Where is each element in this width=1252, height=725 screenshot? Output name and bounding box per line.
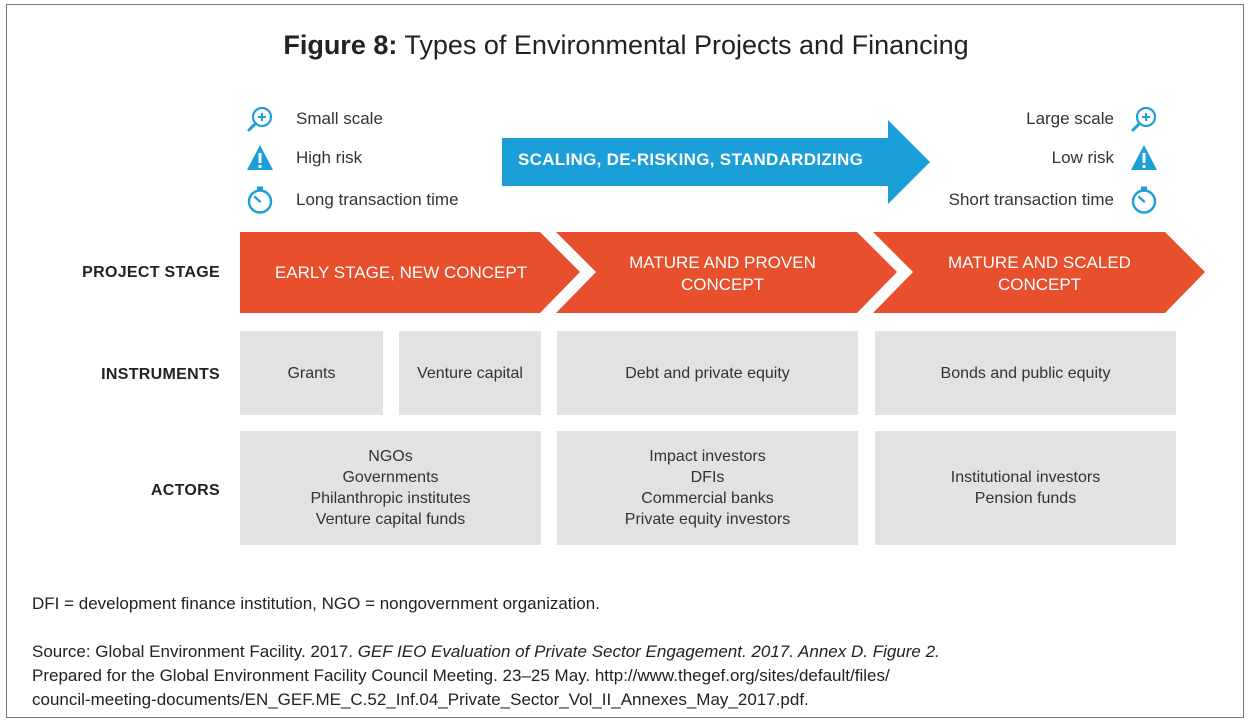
indicator-label: High risk [296, 148, 363, 167]
source-prefix: Source: Global Environment Facility. 201… [32, 642, 358, 661]
figure-number: Figure 8: [283, 30, 398, 60]
stage-label-line1: MATURE AND PROVEN [629, 253, 816, 272]
indicator-label: Long transaction time [296, 190, 459, 209]
stage-chevron-proven [556, 232, 897, 313]
indicator-large-scale: Large scale [1026, 105, 1158, 133]
instrument-venture-capital: Venture capital [399, 331, 541, 415]
stage-label: EARLY STAGE, NEW CONCEPT [274, 262, 528, 282]
footnote: DFI = development finance institution, N… [32, 594, 600, 613]
figure-frame [6, 4, 1244, 718]
actor-item: Governments [342, 469, 439, 486]
actors-scaled: Institutional investors Pension funds [875, 431, 1176, 545]
stage-proven: MATURE AND PROVEN CONCEPT [590, 232, 855, 313]
stage-label-line2: CONCEPT [997, 275, 1082, 294]
indicator-high-risk: High risk [246, 144, 362, 172]
scaling-arrow-label: SCALING, DE-RISKING, STANDARDIZING [518, 150, 864, 169]
actor-item: Commercial banks [641, 490, 774, 507]
actor-item: NGOs [368, 448, 413, 465]
stage-label-line2: CONCEPT [680, 275, 765, 294]
indicator-label: Short transaction time [948, 190, 1114, 209]
warning-icon [246, 144, 274, 172]
indicator-small-scale: Small scale [246, 105, 383, 133]
stage-chevron-scaled [873, 232, 1205, 313]
actors-early: NGOs Governments Philanthropic institute… [240, 431, 541, 545]
scaling-arrow: SCALING, DE-RISKING, STANDARDIZING [502, 120, 930, 204]
instrument-bonds-public-equity: Bonds and public equity [875, 331, 1176, 415]
indicator-low-risk: Low risk [1052, 144, 1158, 172]
source-title: GEF IEO Evaluation of Private Sector Eng… [357, 642, 940, 661]
actor-item: Impact investors [649, 448, 766, 465]
row-label-project-stage: PROJECT STAGE [82, 264, 220, 281]
row-label-instruments: INSTRUMENTS [101, 366, 220, 383]
source-line3: council-meeting-documents/EN_GEF.ME_C.52… [32, 690, 809, 709]
warning-icon [1130, 144, 1158, 172]
actor-item: Venture capital funds [315, 511, 466, 528]
zoom-in-icon [246, 105, 274, 133]
indicator-label: Large scale [1026, 109, 1114, 128]
instrument-grants: Grants [240, 331, 383, 415]
source-line1: Source: Global Environment Facility. 201… [32, 640, 1222, 664]
figure-title-text: Types of Environmental Projects and Fina… [404, 30, 969, 60]
row-label-actors: ACTORS [150, 482, 220, 499]
actor-item: Pension funds [974, 490, 1077, 507]
stage-chevron-early [240, 232, 580, 313]
stage-early: EARLY STAGE, NEW CONCEPT [246, 232, 556, 313]
zoom-in-icon [1130, 105, 1158, 133]
stage-scaled: MATURE AND SCALED CONCEPT [907, 232, 1172, 313]
indicator-label: Small scale [296, 109, 383, 128]
indicator-short-time: Short transaction time [949, 186, 1158, 214]
actors-proven: Impact investors DFIs Commercial banks P… [557, 431, 858, 545]
stage-label-line1: MATURE AND SCALED [948, 253, 1131, 272]
indicator-label: Low risk [1051, 148, 1114, 167]
source-note: Source: Global Environment Facility. 201… [32, 640, 1222, 712]
stopwatch-icon [246, 186, 274, 214]
instrument-debt-private-equity: Debt and private equity [557, 331, 858, 415]
source-line2: Prepared for the Global Environment Faci… [32, 666, 890, 685]
figure-title: Figure 8: Types of Environmental Project… [0, 30, 1252, 61]
actor-item: Private equity investors [624, 511, 791, 528]
actor-item: Institutional investors [950, 469, 1101, 486]
indicator-long-time: Long transaction time [246, 186, 459, 214]
actor-item: Philanthropic institutes [310, 490, 471, 507]
stopwatch-icon [1130, 186, 1158, 214]
actor-item: DFIs [690, 469, 725, 486]
